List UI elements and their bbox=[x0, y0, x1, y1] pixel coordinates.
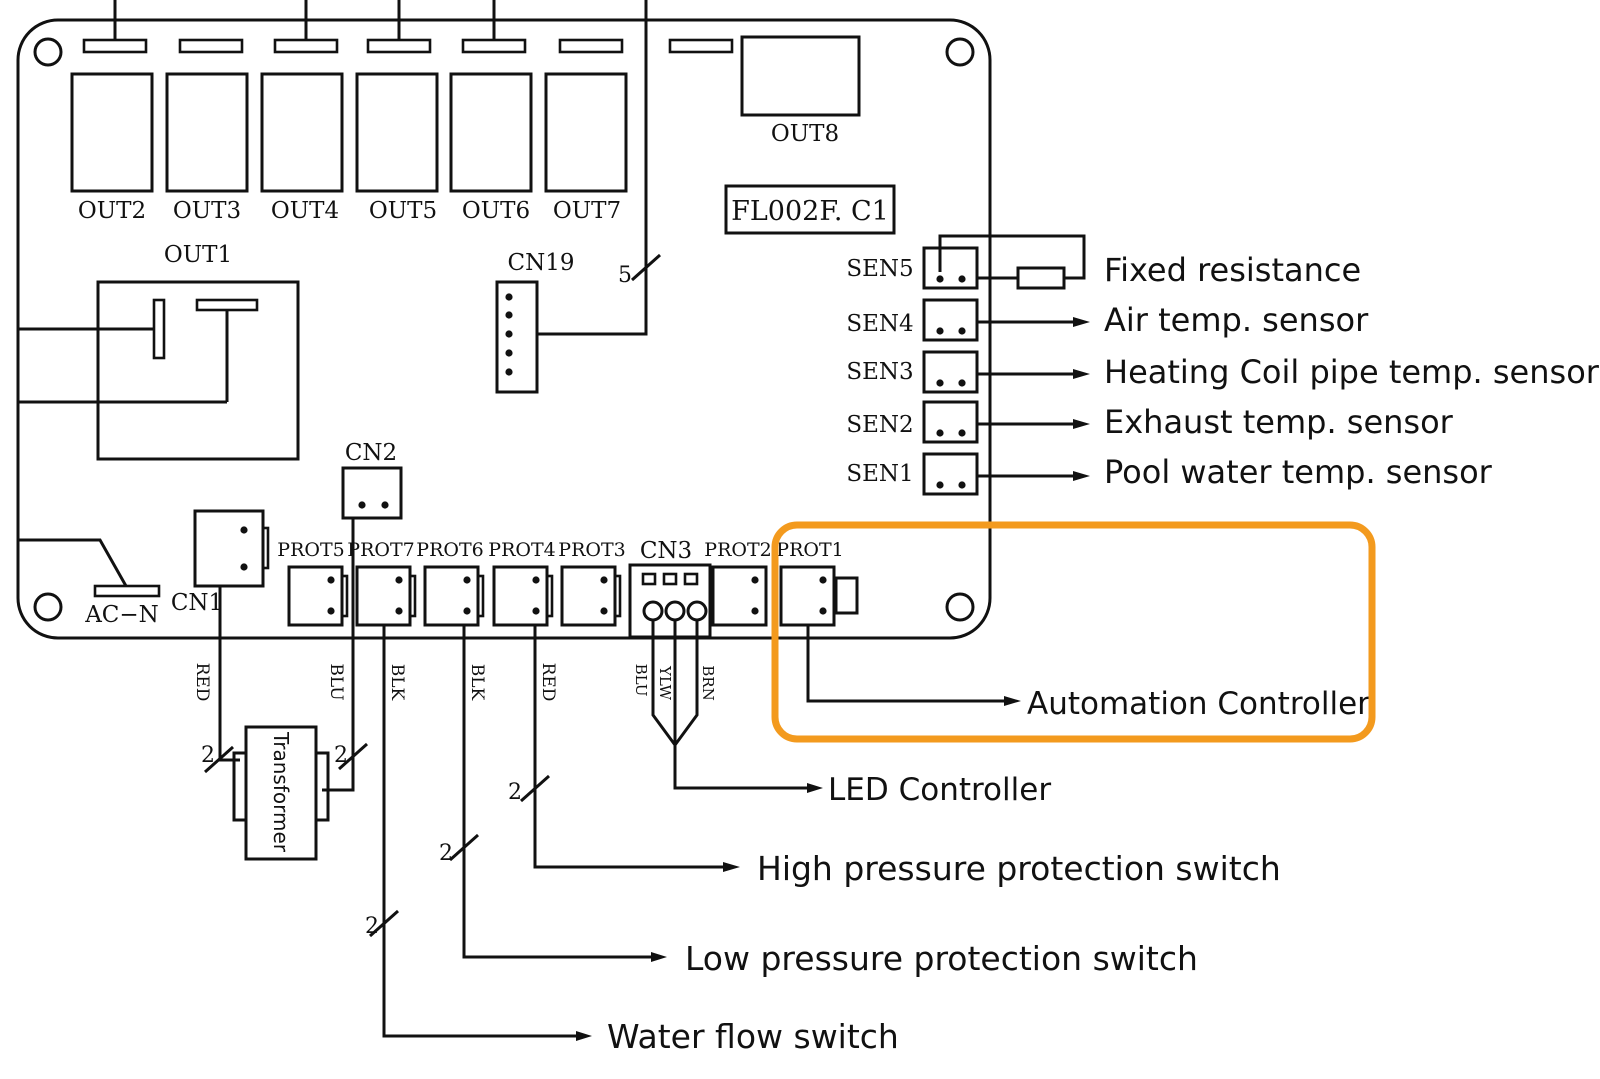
wire-blk-prot7: BLK bbox=[387, 664, 407, 701]
mounting-hole-br bbox=[945, 592, 975, 622]
connector-prot6 bbox=[423, 565, 480, 627]
connector-prot7 bbox=[355, 565, 412, 627]
wire-blu-cn3: BLU bbox=[632, 664, 650, 697]
top-terminals bbox=[82, 0, 734, 60]
connector-cn3 bbox=[628, 563, 712, 639]
label-coil-temp: Heating Coil pipe temp. sensor bbox=[1104, 353, 1600, 391]
wire-red-prot4: RED bbox=[538, 663, 558, 702]
connector-sen5 bbox=[922, 246, 979, 290]
count-cn1: 2 bbox=[201, 743, 215, 768]
relay-out8 bbox=[740, 35, 861, 117]
connector-prot5 bbox=[287, 565, 344, 627]
label-sen1: SEN1 bbox=[846, 461, 913, 487]
connector-sen2 bbox=[922, 400, 979, 444]
model-label-box bbox=[724, 184, 896, 235]
mounting-hole-tl bbox=[33, 37, 63, 67]
label-sen2: SEN2 bbox=[846, 412, 913, 438]
connector-prot4 bbox=[492, 565, 549, 627]
label-prot3: PROT3 bbox=[558, 539, 625, 561]
relay-out7 bbox=[544, 72, 628, 193]
sensor-connectors bbox=[922, 246, 979, 496]
label-prot6: PROT6 bbox=[416, 539, 483, 561]
label-prot5: PROT5 bbox=[277, 539, 344, 561]
out1-contact-v bbox=[152, 298, 166, 360]
connector-sen4 bbox=[922, 298, 979, 342]
relay-out5 bbox=[355, 72, 439, 193]
label-prot4: PROT4 bbox=[488, 539, 555, 561]
connector-cn2 bbox=[341, 466, 403, 520]
connector-sen1 bbox=[922, 452, 979, 496]
out1-contact-h bbox=[195, 298, 259, 312]
prot-connectors bbox=[287, 565, 859, 627]
count-prot7: 2 bbox=[365, 914, 379, 939]
label-prot7: PROT7 bbox=[347, 539, 414, 561]
fixed-resistor bbox=[1016, 266, 1066, 290]
wire-red-cn1: RED bbox=[192, 663, 212, 702]
label-out3: OUT3 bbox=[173, 198, 241, 224]
label-out8: OUT8 bbox=[771, 121, 839, 147]
label-sen5: SEN5 bbox=[846, 256, 913, 282]
label-water-flow-switch: Water flow switch bbox=[607, 1017, 899, 1056]
label-acn: AC−N bbox=[84, 602, 159, 628]
label-automation-controller: Automation Controller bbox=[1027, 686, 1370, 722]
label-out7: OUT7 bbox=[553, 198, 621, 224]
prot1-jumper bbox=[834, 576, 859, 615]
label-pool-water-temp: Pool water temp. sensor bbox=[1104, 453, 1493, 491]
label-cn1: CN1 bbox=[171, 590, 223, 616]
wire-brn-cn3: BRN bbox=[699, 665, 717, 700]
label-prot2: PROT2 bbox=[704, 539, 771, 561]
label-high-pressure-switch: High pressure protection switch bbox=[757, 849, 1281, 888]
model-label: FL002F. C1 bbox=[731, 196, 889, 227]
label-led-controller: LED Controller bbox=[828, 772, 1051, 808]
label-exhaust-temp: Exhaust temp. sensor bbox=[1104, 403, 1454, 441]
label-out1: OUT1 bbox=[164, 242, 232, 268]
wire-ylw-cn3: YLW bbox=[656, 665, 674, 701]
mounting-hole-bl bbox=[33, 592, 63, 622]
relay-out1 bbox=[96, 280, 300, 461]
label-out2: OUT2 bbox=[78, 198, 146, 224]
relay-out6 bbox=[449, 72, 533, 193]
count-prot4: 2 bbox=[508, 780, 522, 805]
label-air-temp: Air temp. sensor bbox=[1104, 301, 1369, 339]
count-cn19: 5 bbox=[618, 263, 632, 288]
connector-cn1 bbox=[193, 509, 265, 588]
label-cn3: CN3 bbox=[640, 538, 692, 564]
connector-prot1 bbox=[779, 565, 836, 627]
count-prot6: 2 bbox=[439, 841, 453, 866]
label-sen4: SEN4 bbox=[846, 311, 913, 337]
label-prot1: PROT1 bbox=[776, 539, 843, 561]
label-fixed-resistance: Fixed resistance bbox=[1104, 251, 1361, 289]
mounting-hole-tr bbox=[945, 37, 975, 67]
count-cn2: 2 bbox=[334, 743, 348, 768]
connector-prot2 bbox=[711, 565, 768, 627]
label-cn19: CN19 bbox=[508, 250, 575, 276]
label-cn2: CN2 bbox=[345, 440, 397, 466]
label-low-pressure-switch: Low pressure protection switch bbox=[685, 939, 1198, 978]
transformer bbox=[244, 725, 318, 861]
label-sen3: SEN3 bbox=[846, 359, 913, 385]
relay-out3 bbox=[165, 72, 249, 193]
label-out5: OUT5 bbox=[369, 198, 437, 224]
automation-highlight-box bbox=[771, 521, 1376, 743]
wire-blu-cn2: BLU bbox=[326, 663, 346, 700]
terminal-acn bbox=[93, 584, 161, 598]
connector-sen3 bbox=[922, 350, 979, 394]
label-out6: OUT6 bbox=[462, 198, 530, 224]
relay-row bbox=[70, 72, 628, 193]
connector-cn19 bbox=[495, 280, 539, 394]
connector-prot3 bbox=[560, 565, 617, 627]
wire-blk-prot6: BLK bbox=[467, 664, 487, 701]
label-out4: OUT4 bbox=[271, 198, 339, 224]
relay-out2 bbox=[70, 72, 154, 193]
sensor-arrows bbox=[977, 317, 1090, 481]
relay-out4 bbox=[260, 72, 344, 193]
label-transformer: Transformer bbox=[269, 731, 293, 853]
